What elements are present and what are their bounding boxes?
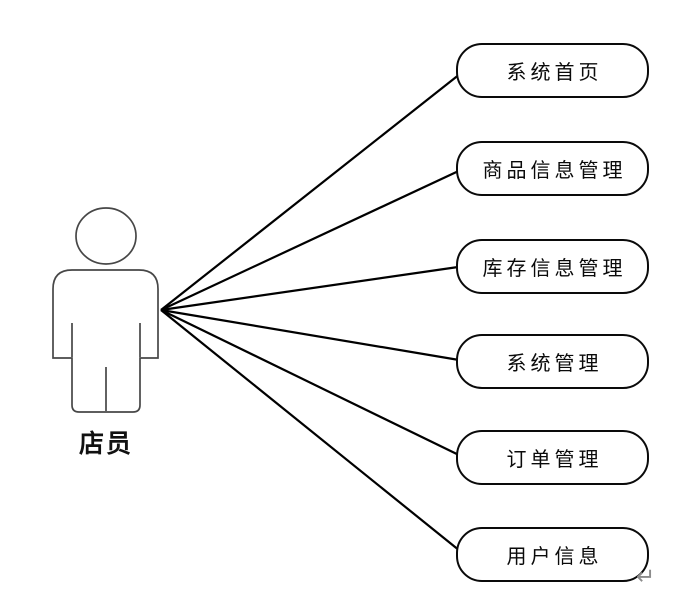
- usecase-node-system-home: 系统首页: [456, 43, 649, 98]
- usecase-label: 商品信息管理: [482, 160, 627, 182]
- connector-line-order-mgmt: [160, 309, 466, 459]
- usecase-label: 库存信息管理: [482, 258, 627, 280]
- connector-line-user-info: [160, 309, 466, 556]
- usecase-node-order-management: 订单管理: [456, 430, 649, 485]
- usecase-label: 系统首页: [506, 62, 603, 84]
- actor-label: 店员: [78, 430, 133, 458]
- usecase-node-system-management: 系统管理: [456, 334, 649, 389]
- usecase-node-user-info: 用户信息: [456, 527, 649, 582]
- actor-arm-lines: [71, 323, 141, 411]
- actor-icon: [52, 207, 159, 413]
- usecase-label: 系统管理: [506, 353, 603, 375]
- actor-body: [52, 269, 159, 413]
- usecase-label: 用户信息: [506, 546, 603, 568]
- usecase-node-product-info-management: 商品信息管理: [456, 141, 649, 196]
- paragraph-return-icon: ↵: [636, 564, 656, 590]
- connector-line-inventory-info: [160, 264, 466, 312]
- actor-head: [75, 207, 137, 265]
- usecase-node-inventory-info-management: 库存信息管理: [456, 239, 649, 294]
- connector-lines: [160, 69, 466, 556]
- connector-line-system-home: [160, 69, 466, 311]
- usecase-label: 订单管理: [506, 449, 603, 471]
- connector-line-product-info: [160, 167, 466, 311]
- connector-line-system-mgmt: [160, 308, 466, 363]
